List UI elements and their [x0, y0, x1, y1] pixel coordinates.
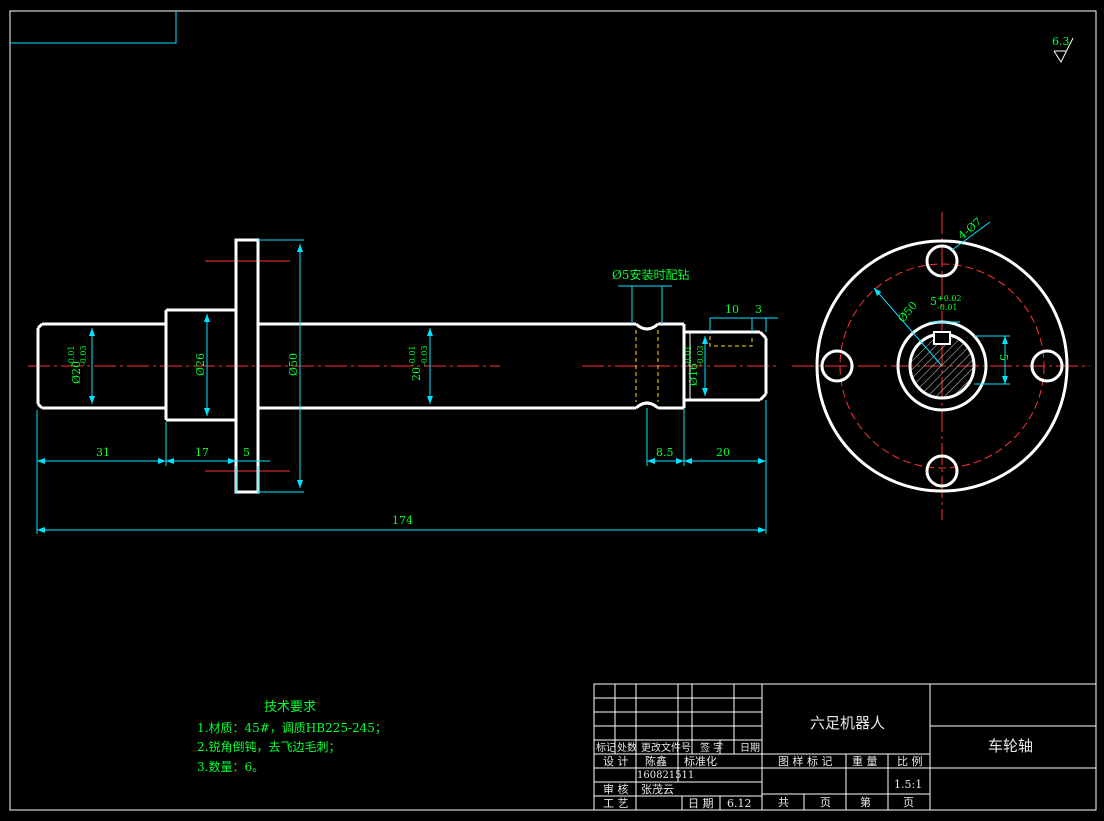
dim-d16: Ø16	[687, 363, 700, 386]
dim-key-width: 5	[930, 295, 937, 308]
dim-len-8-5: 8.5	[656, 446, 674, 459]
label-total: 共	[778, 796, 789, 809]
label-process: 工 艺	[603, 797, 629, 810]
dim-len-174: 174	[392, 514, 413, 527]
dim-len-5: 5	[243, 446, 250, 459]
designer-name: 陈鑫	[645, 754, 667, 768]
dim-d20b-tol-upper: -0.01	[408, 345, 417, 366]
dim-d20b: 20	[410, 367, 423, 381]
header-docno: 更改文件号	[641, 741, 691, 754]
label-date: 日 期	[688, 797, 714, 810]
drawing-frame	[9, 10, 1097, 811]
label-sheet2: 页	[903, 796, 914, 809]
dim-key-tol-lower: -0.01	[937, 303, 958, 312]
student-id: 160821511	[637, 770, 694, 781]
tech-req-item-1: 1.材质：45#，调质HB225-245；	[197, 721, 387, 735]
dim-len-10: 10	[725, 303, 739, 316]
dim-len-20: 20	[716, 446, 730, 459]
dim-d50: Ø50	[287, 353, 300, 376]
tech-req-title: 技术要求	[264, 700, 316, 715]
project-name: 六足机器人	[810, 714, 885, 732]
label-no: 第	[860, 795, 871, 809]
header-sign: 签 字	[700, 741, 723, 754]
surface-finish-value: 6.3	[1052, 35, 1070, 48]
surface-finish-symbol: 6.3	[1052, 35, 1074, 64]
shaft-outline	[36, 238, 768, 494]
title-block	[593, 683, 1097, 811]
dim-d16-tol-lower: -0.03	[696, 345, 705, 366]
title-block-text: 六足机器人 车轮轴 标记 处数 更改文件号 签 字 日期 设 计 陈鑫 标准化 …	[596, 714, 1033, 810]
dim-len-31: 31	[96, 446, 110, 459]
tech-req-item-2: 2.锐角倒钝，去飞边毛刺；	[197, 740, 340, 754]
dim-key-tol-upper: +0.02	[937, 294, 962, 303]
dim-d26: Ø26	[194, 353, 207, 376]
dim-key-depth: 5	[997, 354, 1010, 361]
label-review: 审 核	[603, 782, 629, 796]
date-value: 6.12	[727, 797, 752, 810]
dim-d20-tol-upper: -0.01	[67, 345, 76, 366]
scale-value: 1.5:1	[894, 778, 922, 791]
label-sheet: 页	[820, 796, 831, 809]
dim-d16-tol-upper: -0.01	[684, 345, 693, 366]
tech-req-item-3: 3.数量：6。	[197, 759, 264, 774]
label-weight: 重 量	[852, 754, 878, 768]
header-date: 日期	[740, 742, 760, 754]
label-scale: 比 例	[897, 754, 923, 768]
dim-holes: 4-Ø7	[956, 215, 985, 242]
dim-len-17: 17	[195, 446, 209, 459]
flange-end-view: 4-Ø7 Ø50 5 +0.02 -0.01 5	[792, 212, 1090, 520]
hole-note: Ø5安装时配钻	[612, 267, 689, 282]
dim-d20b-tol-lower: -0.03	[420, 345, 429, 366]
technical-requirements: 技术要求 1.材质：45#，调质HB225-245； 2.锐角倒钝，去飞边毛刺；…	[197, 700, 387, 774]
hidden-lines	[635, 330, 753, 402]
header-mark: 标记	[596, 742, 616, 754]
dim-d20: Ø20	[70, 361, 83, 384]
label-stage-mark: 图 样 标 记	[778, 754, 833, 768]
label-standard: 标准化	[684, 754, 717, 768]
dim-len-3: 3	[755, 303, 762, 316]
header-count: 处数	[617, 741, 637, 754]
reviewer-name: 张茂云	[641, 782, 674, 796]
dim-pcd: Ø50	[895, 299, 920, 325]
part-name: 车轮轴	[988, 737, 1033, 755]
dim-d20-tol-lower: -0.03	[79, 345, 88, 366]
corner-box	[10, 11, 177, 44]
label-design: 设 计	[603, 755, 629, 768]
